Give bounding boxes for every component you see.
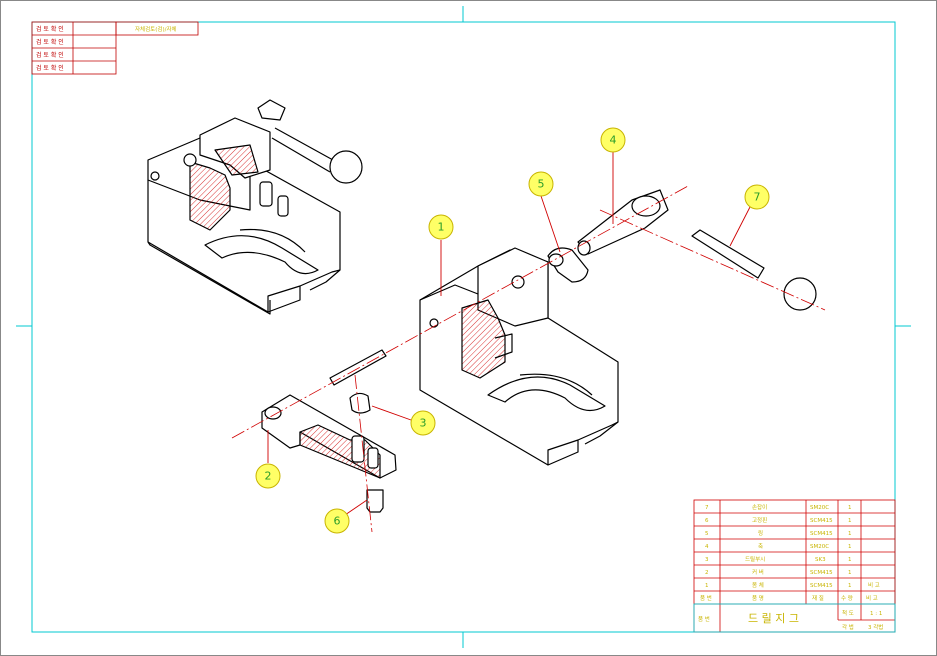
part-qty: 1 [848,518,852,524]
balloon-4: 4 [600,127,626,153]
balloon-6: 6 [324,508,350,534]
header-row-2: 검 토 확 인 [36,38,64,46]
leader-lines [267,151,751,516]
part-material: SM20C [810,505,829,511]
part-material: SM20C [810,544,829,550]
part-name: 링 [758,530,763,537]
part-name: 손잡이 [752,503,767,511]
col-header-name: 품 명 [752,595,764,602]
balloon-2-label: 2 [265,470,272,483]
part-name: 드릴부시 [745,555,765,563]
part-name: 고정핀 [752,516,767,524]
part-name: 몸 체 [752,581,764,589]
body-part [419,247,619,466]
header-row-3: 검 토 확 인 [36,51,64,59]
balloon-3: 3 [410,410,436,436]
drawing-frame [16,6,911,648]
col-header-no: 품 번 [700,594,712,602]
balloon-1: 1 [428,214,454,240]
part-no: 3 [705,557,709,563]
part-material: SCM415 [810,570,833,576]
parts-row-5: 5 링 SCM415 1 [705,530,852,537]
balloon-1-label: 1 [438,221,445,234]
balloon-6-label: 6 [334,515,341,528]
parts-row-6: 6 고정핀 SCM415 1 [705,516,852,524]
parts-header-row: 품 번 품 명 재 질 수 량 비 고 [700,594,878,602]
assembled-view [147,99,363,315]
part-no: 6 [705,518,709,524]
col-header-material: 재 질 [812,594,824,602]
part-no: 7 [705,505,709,511]
part-material: SCM415 [810,531,833,537]
part-qty: 1 [848,505,852,511]
header-row-1: 검 토 확 인 [36,25,64,33]
part-qty: 1 [848,570,852,576]
part-material: SCM415 [810,518,833,524]
part-no: 1 [705,583,709,589]
cover-part [261,394,397,479]
part-no: 4 [705,544,709,550]
scale-label: 척 도 [842,609,854,617]
parts-row-3: 3 드릴부시 SK3 1 [705,555,852,563]
part-material: SK3 [815,557,826,563]
header-table: 검 토 확 인 검 토 확 인 검 토 확 인 검 토 확 인 자체검토(검)/… [31,21,199,75]
title-block: 7 손잡이 SM20C 1 6 고정핀 SCM415 1 5 링 SCM415 … [693,499,896,633]
balloon-2: 2 [255,463,281,489]
parts-row-2: 2 커 버 SCM415 1 [705,568,852,576]
part-qty: 1 [848,531,852,537]
balloon-5: 5 [528,171,554,197]
col-header-note: 비 고 [866,594,878,602]
balloon-7: 7 [744,184,770,210]
parts-row-7: 7 손잡이 SM20C 1 [705,503,852,511]
projection-value: 3 각법 [868,623,883,631]
balloon-4-label: 4 [610,134,617,147]
balloon-7-label: 7 [754,191,761,204]
small-parts [329,189,817,513]
part-no: 5 [705,531,709,537]
balloon-5-label: 5 [538,178,545,191]
header-note: 자체검토(검)/자체 [135,25,177,33]
part-no: 2 [705,570,709,576]
number-label: 품 번 [698,615,710,623]
part-qty: 1 [848,544,852,550]
parts-row-4: 4 축 SM20C 1 [705,542,852,550]
col-header-qty: 수 량 [841,595,853,602]
parts-row-1: 1 몸 체 SCM415 1 비 고 [705,581,880,589]
part-qty: 1 [848,583,852,589]
part-name: 축 [758,542,763,550]
part-note: 비 고 [868,581,880,589]
drawing-title: 드 릴 지 그 [748,612,799,625]
part-name: 커 버 [752,568,764,576]
header-row-4: 검 토 확 인 [36,64,64,72]
center-lines [231,185,826,533]
projection-label: 각 법 [842,623,854,631]
part-qty: 1 [848,557,852,563]
balloon-3-label: 3 [420,417,427,430]
part-material: SCM415 [810,583,833,589]
scale-value: 1 : 1 [870,611,882,617]
